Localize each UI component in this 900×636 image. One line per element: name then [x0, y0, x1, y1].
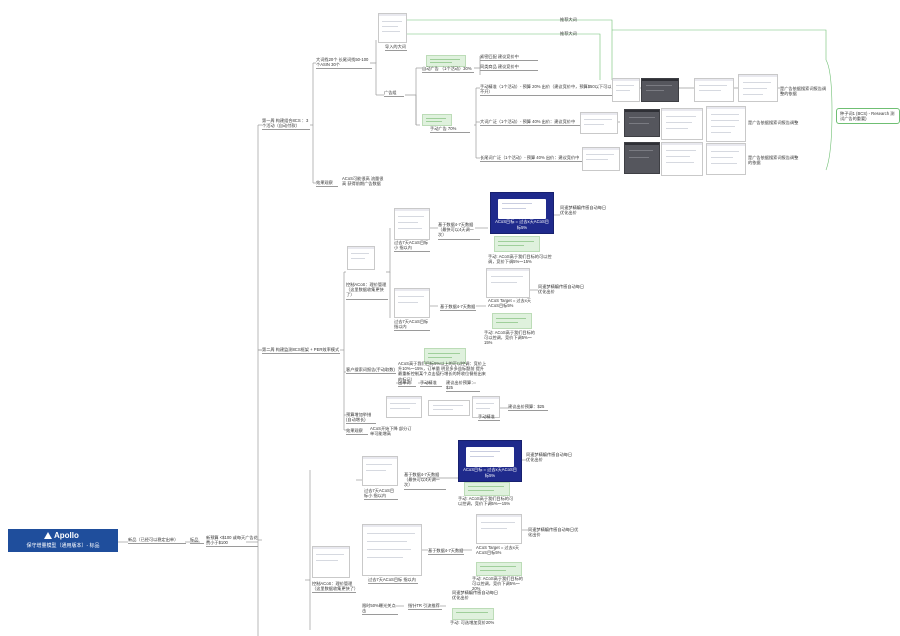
node-search-text[interactable]: ACoS高于我们目标5%以上的可以控调：竞价上升10%～15%，订单量 明显多多… — [398, 361, 487, 382]
thumb-broad-2[interactable] — [624, 109, 660, 137]
node-rule-b[interactable]: 同速梦精编传感自动每日优化出价 — [538, 284, 585, 295]
thumb-manual-c[interactable] — [464, 482, 510, 496]
thumb-search-report[interactable] — [424, 348, 466, 364]
thumb-longtail-3[interactable] — [661, 142, 703, 176]
node-standard-product[interactable]: 标品 — [190, 537, 204, 545]
thumb-budget-1[interactable] — [386, 396, 422, 418]
node-past7[interactable]: 过去7天ACoS目标小 指以内 — [394, 240, 430, 253]
node-manual-b[interactable]: 手动: ACoS高于我们目标的可以控调，竞价下调5%～15% — [484, 330, 535, 346]
apollo-logo: Apollo — [44, 531, 79, 540]
node-manual-broad[interactable]: 大词广泛（1个活动）- 预算 40% 出价：建议竞价中 — [480, 119, 588, 127]
node-search-report[interactable]: 客户搜索词报告(手动取数) — [346, 367, 396, 375]
thumb-past7c[interactable] — [362, 456, 398, 486]
thumb-budget-2[interactable] — [428, 400, 470, 416]
node-manual-e[interactable]: 手动: 可选增加竞价20% — [450, 620, 495, 625]
node-big-words[interactable]: 大词找20个 长尾词找50-100个ASIN 30个 — [316, 57, 372, 70]
thumb-auto-ads[interactable] — [426, 55, 466, 67]
node-week2-effect[interactable]: 效果观察 — [346, 428, 368, 436]
thumb-broad-3[interactable] — [661, 108, 703, 140]
node-manual-ads[interactable]: 手动广告 70% — [430, 126, 470, 134]
node-auto-close[interactable]: 紧密匹配 建议竞价中 — [480, 54, 538, 62]
node-result-c[interactable]: 是广告依据搜索词报告调整的依据 — [748, 155, 799, 166]
root-title: 保守增量模型（通用版本）- 标品 — [26, 543, 100, 549]
thumb-exact-3[interactable] — [694, 78, 734, 102]
node-result-a[interactable]: 是广告依据搜索词报告调整的依据 — [780, 86, 827, 97]
node-rule-c[interactable]: 同速梦精编传感自动每日优化出价 — [526, 452, 573, 463]
node-data-4-7-a[interactable]: 基于数据4-7天数据（最快可以4天调一次） — [438, 222, 480, 240]
node-week1[interactable]: 第一周 构建组合8CS ：3个活动（自动付款） — [262, 118, 310, 131]
node-control-acos-2[interactable]: 控制ACoS：理价管理（这里数据收集更快了） — [312, 581, 358, 594]
thumb-control-acos[interactable] — [347, 246, 375, 270]
node-ad-group[interactable]: 广告组 — [384, 90, 404, 98]
thumb-longtail-4[interactable] — [706, 143, 746, 175]
node-limit-impressions[interactable]: 限时50%曝光关点击 — [362, 603, 398, 616]
node-past7d[interactable]: 过去7天ACoS目标 指以内 — [368, 577, 418, 585]
node-budget-rule[interactable]: 新预算 <$100 或每天广告花费小于$100 — [206, 535, 258, 548]
thumb-past7d[interactable] — [362, 524, 422, 576]
card-acos-target-1[interactable]: ACoS目标 = 过去x天ACoS目标5% — [490, 192, 554, 234]
node-auto-similar[interactable]: 同类商品 建议竞价中 — [480, 64, 538, 72]
node-result-b[interactable]: 是广告依据搜索词报告调整 — [748, 120, 799, 125]
node-manual-exact-3[interactable]: 手动精准 — [478, 414, 500, 422]
node-recommended-2[interactable]: 推荐大词 — [560, 31, 577, 36]
node-seed-words-note[interactable]: 种子词1 (BCS) - Research 测试广告的重要) — [836, 108, 900, 125]
node-budget-increase[interactable]: 预算增加举措(自动增长) — [346, 412, 376, 425]
thumb-budget-3[interactable] — [472, 396, 500, 418]
node-manual-exact[interactable]: 手动精准（1个活动）- 预算 20% 出价（建议竞价中，预算$50以下可以不开） — [480, 84, 612, 97]
node-auto-ads[interactable]: 自动广告 （1个活动）30% — [422, 66, 474, 74]
node-week1-effect[interactable]: 效果观察 — [316, 180, 338, 188]
node-export-words[interactable]: 导入的大词 — [385, 44, 407, 52]
node-rule-d[interactable]: 同速梦精编传感自动每日优化出价 — [528, 527, 579, 538]
node-manual-d[interactable]: 手动: ACoS高于我们目标的可以控调，竞价下调5%～20% — [472, 576, 523, 592]
node-recommended-1[interactable]: 推荐大词 — [560, 17, 577, 22]
node-week2[interactable]: 第二周 构建监测8CS框架 + PER效率模式 — [262, 347, 340, 355]
thumb-manual-a[interactable] — [494, 236, 540, 252]
node-target-b[interactable]: ACoS Target = 过去x天ACoS目标5% — [488, 298, 532, 309]
node-data-4-7-d[interactable]: 基于数据4-7天数据 — [428, 548, 464, 556]
thumb-control-acos-2[interactable] — [312, 546, 350, 578]
thumb-exact-2[interactable] — [641, 78, 679, 102]
node-week2-effect-text[interactable]: ACoS开始下降 部分订单可能增高 — [370, 426, 412, 437]
node-data-4-7-c[interactable]: 基于数据4-7天数据（最快可以4天调一次） — [404, 472, 446, 490]
thumb-longtail-1[interactable] — [582, 147, 620, 171]
thumb-longtail-2[interactable] — [624, 142, 660, 174]
node-manual-c[interactable]: 手动: ACoS高于我们目标的可以控调，竞价下调5%～15% — [458, 496, 514, 507]
thumb-manual-b[interactable] — [492, 313, 532, 329]
node-past7c[interactable]: 过去7天ACoS目标小 指以内 — [364, 488, 398, 501]
root-node[interactable]: Apollo 保守增量模型（通用版本）- 标品 — [8, 529, 118, 552]
thumb-export-words[interactable] — [378, 13, 407, 43]
apollo-mark-icon — [44, 532, 52, 539]
thumb-target-b[interactable] — [486, 268, 530, 298]
node-suggest-budget-2[interactable]: 建议出价预算：$25 — [508, 404, 548, 412]
node-data-4-7-b[interactable]: 基于数据4-7天数据 — [440, 304, 476, 312]
thumb-broad-4[interactable] — [706, 106, 746, 142]
node-tos-traffic[interactable]: 指针TR 引流推荐 — [408, 603, 442, 611]
thumb-past7b[interactable] — [394, 288, 430, 318]
thumb-exact-4[interactable] — [738, 74, 778, 102]
node-longtail-broad[interactable]: 长尾词广泛（1个活动）- 预算 40% 出价：建议竞价中 — [480, 155, 588, 163]
node-target-d[interactable]: ACoS Target = 过去x天ACoS目标5% — [476, 545, 520, 556]
thumb-manual-ads[interactable] — [422, 114, 452, 126]
card-acos-target-2[interactable]: ACoS目标 = 过去x天ACoS目标5% — [458, 440, 522, 482]
node-manual-exact-2[interactable]: 手动精准 — [420, 380, 442, 388]
thumb-broad-1[interactable] — [580, 112, 618, 134]
thumb-past7[interactable] — [394, 208, 430, 240]
node-out-words[interactable]: 出单词 — [398, 380, 416, 388]
node-suggest-budget[interactable]: 建议出价预算：$25 — [446, 380, 480, 393]
node-week1-effect-text[interactable]: ACoS可能很高 流量很高 获得前期广告数据 — [342, 176, 384, 187]
node-past7b[interactable]: 过去7天ACoS目标 指以内 — [394, 319, 430, 332]
thumb-exact-1[interactable] — [612, 78, 640, 102]
node-manual-a[interactable]: 手动: ACoS高于我们目标的可以控调，竞价下调5%～15% — [488, 254, 552, 265]
node-rule-a[interactable]: 同速梦精编传感自动每日优化出价 — [560, 205, 607, 216]
thumb-manual-e[interactable] — [452, 608, 494, 620]
thumb-target-d[interactable] — [476, 514, 522, 544]
thumb-manual-d[interactable] — [476, 562, 522, 576]
node-rule-e[interactable]: 同速梦精编传感自动每日优化出价 — [452, 590, 499, 601]
node-new-product[interactable]: 新品（已经可以稳定出单） — [128, 537, 186, 545]
node-control-acos[interactable]: 控制ACoS：理价管理（这里数据收集更快了） — [346, 282, 388, 300]
